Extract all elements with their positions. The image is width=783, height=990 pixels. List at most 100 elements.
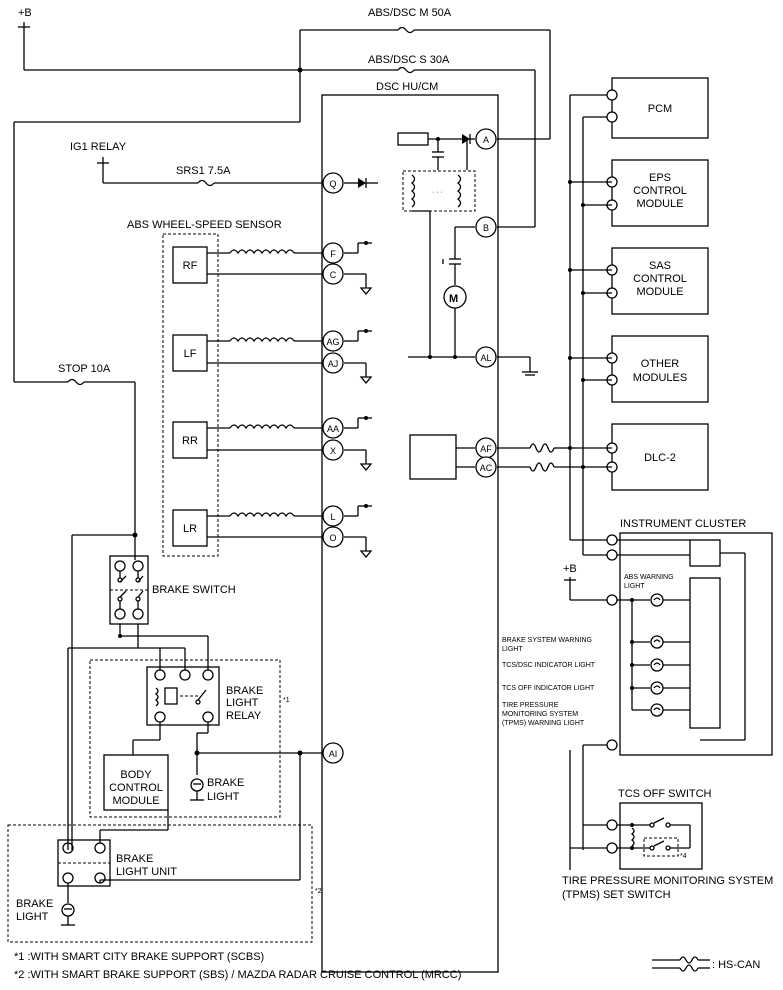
fuse-stop	[67, 378, 85, 386]
tpms-warning-1: TIRE PRESSURE	[502, 702, 559, 709]
battery-2-label: +B	[563, 563, 577, 575]
tpms-warning-3: (TPMS) WARNING LIGHT	[502, 720, 585, 727]
fuse-srs1	[197, 179, 215, 187]
svg-text:AJ: AJ	[328, 359, 339, 369]
svg-text:AL: AL	[480, 353, 491, 363]
dsc-hu-cm-box	[321, 94, 499, 973]
svg-text:L: L	[330, 512, 335, 522]
pin-C: C	[322, 263, 344, 285]
svg-text:B: B	[483, 223, 489, 233]
brake-light-label-2: LIGHT	[207, 791, 240, 803]
sensor-rr: RR	[172, 421, 322, 459]
abs-warning-lamp-icon	[650, 593, 664, 607]
tcs-dsc-indicator: TCS/DSC INDICATOR LIGHT	[502, 662, 596, 669]
module-title: DSC HU/CM	[376, 81, 438, 93]
pin-A: A	[475, 128, 497, 150]
pin-AC: AC	[475, 456, 497, 478]
brake-light-label-1: BRAKE	[207, 777, 244, 789]
brake-light-left-label-1: BRAKE	[16, 898, 53, 910]
brake-light-left-label-2: LIGHT	[16, 911, 49, 923]
svg-text:AA: AA	[327, 424, 339, 434]
brake-light-bulb-2-icon	[61, 903, 75, 917]
bcm-label-1: BODY	[120, 769, 152, 781]
svg-text:F: F	[330, 249, 336, 259]
pin-AJ: AJ	[322, 352, 344, 374]
eps-box	[611, 159, 709, 227]
svg-text:AC: AC	[480, 463, 493, 473]
brake-light-bulb-icon	[190, 778, 204, 792]
sas-label-3: MODULE	[636, 286, 683, 298]
svg-text:LR: LR	[183, 523, 197, 535]
svg-text:AF: AF	[480, 444, 492, 454]
pin-AL: AL	[475, 346, 497, 368]
sas-label-2: CONTROL	[633, 273, 687, 285]
brake-light-unit-label-2: LIGHT UNIT	[116, 866, 177, 878]
instrument-cluster	[619, 532, 773, 756]
eps-label-3: MODULE	[636, 198, 683, 210]
svg-text:· · ·: · · ·	[432, 189, 443, 196]
fuse-stop-label: STOP 10A	[58, 363, 111, 375]
can-transceiver	[409, 434, 457, 480]
tcs-off-switch-box	[619, 802, 703, 870]
fuse-srs1-label: SRS1 7.5A	[176, 165, 231, 177]
brake-relay-label-1: BRAKE	[226, 685, 263, 697]
pin-AA: AA	[322, 417, 344, 439]
pin-O: O	[322, 526, 344, 548]
brake-light-relay	[146, 666, 220, 726]
pin-AG: AG	[322, 330, 344, 352]
tpms-lamp-icon	[632, 703, 690, 717]
svg-text:O: O	[329, 533, 336, 543]
fuse-abs-m	[397, 26, 415, 34]
sbs-option-area	[7, 824, 313, 943]
sas-label-1: SAS	[649, 260, 671, 272]
ig1-relay-label: IG1 RELAY	[70, 141, 127, 153]
note-2: *2 :WITH SMART BRAKE SUPPORT (SBS) / MAZ…	[14, 969, 461, 981]
tcs-off-switch-title: TCS OFF SWITCH	[618, 788, 712, 800]
pin-X: X	[322, 439, 344, 461]
bcm-label-2: CONTROL	[109, 782, 163, 794]
tcs-off-lamp-icon	[632, 681, 690, 695]
svg-text:C: C	[330, 270, 337, 280]
hs-can-legend-icon	[652, 956, 710, 972]
pcm-label: PCM	[648, 103, 672, 115]
pin-Q: Q	[322, 172, 344, 194]
brake-switch	[109, 555, 149, 625]
svg-text:RR: RR	[182, 435, 198, 447]
svg-text:A: A	[483, 135, 489, 145]
pin-AF: AF	[475, 437, 497, 459]
svg-text:AI: AI	[329, 749, 338, 759]
other-modules-box	[611, 335, 709, 403]
sensor-rf: RF	[172, 246, 322, 284]
svg-text:LF: LF	[184, 348, 197, 360]
other-label-1: OTHER	[641, 358, 680, 370]
mark-2: *2	[315, 888, 322, 895]
brake-light-unit-label-1: BRAKE	[116, 853, 153, 865]
tcs-off-indicator: TCS OFF INDICATOR LIGHT	[502, 685, 595, 692]
hs-can-legend-label: : HS-CAN	[712, 959, 760, 971]
pin-B: B	[475, 216, 497, 238]
sensor-lf: LF	[172, 334, 322, 372]
dlc-label: DLC-2	[644, 452, 676, 464]
brake-warning-lamp-icon	[632, 635, 690, 649]
svg-text:Q: Q	[329, 179, 336, 189]
cluster-title: INSTRUMENT CLUSTER	[620, 518, 746, 530]
svg-text:M: M	[449, 293, 458, 305]
sensor-group	[162, 233, 219, 557]
note-1: *1 :WITH SMART CITY BRAKE SUPPORT (SCBS)	[14, 951, 264, 963]
fuse-abs-s	[397, 66, 415, 74]
brake-relay-label-3: RELAY	[226, 710, 262, 722]
sensor-title: ABS WHEEL-SPEED SENSOR	[127, 219, 282, 231]
tpms-warning-2: MONITORING SYSTEM	[502, 711, 578, 718]
brake-system-warning-1: BRAKE SYSTEM WARNING	[502, 637, 592, 644]
mark-1: *1	[283, 697, 290, 704]
pin-AI: AI	[322, 742, 344, 764]
brake-system-warning-2: LIGHT	[502, 646, 523, 653]
tpms-switch-label-2: (TPMS) SET SWITCH	[562, 889, 671, 901]
sas-box	[611, 247, 709, 315]
battery-label: +B	[18, 7, 32, 19]
pcm-box	[611, 77, 709, 139]
bcm-label-3: MODULE	[112, 795, 159, 807]
mark-4: *4	[680, 853, 687, 860]
abs-warning-label-2: LIGHT	[624, 583, 645, 590]
